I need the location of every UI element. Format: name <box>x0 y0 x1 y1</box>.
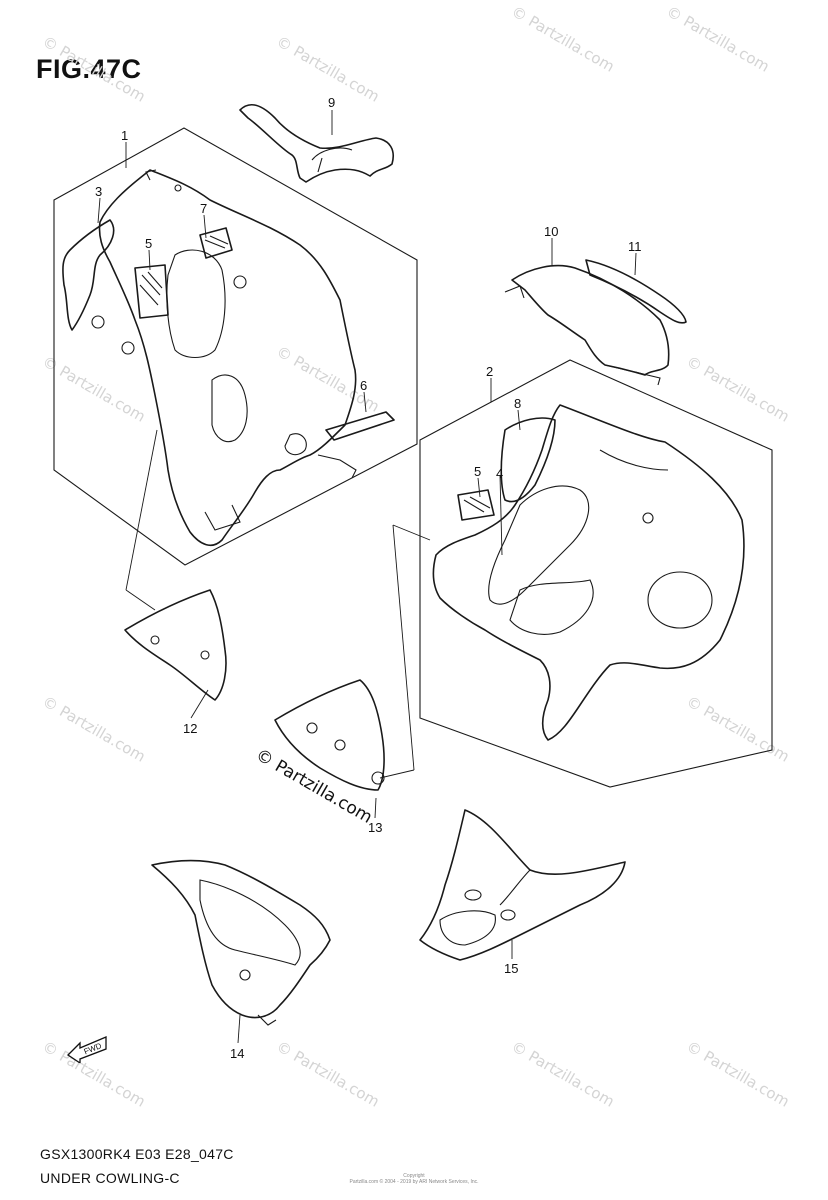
part-8-bracket <box>500 417 556 503</box>
assembly-box-2 <box>419 359 773 788</box>
leader-lines <box>97 110 637 1044</box>
part-3-bracket <box>62 219 135 355</box>
callout-10: 10 <box>544 224 558 239</box>
copyright-line-2: Partzilla.com © 2004 - 2019 by ARI Netwo… <box>349 1179 479 1185</box>
part-14-under-cowling-left <box>151 859 331 1026</box>
part-13-inner-panel <box>274 679 385 791</box>
figure-title: FIG.47C <box>36 54 142 84</box>
callout-5a: 5 <box>145 236 152 251</box>
part-11-strip <box>585 259 687 324</box>
copyright-line-1: Copyright <box>403 1173 425 1179</box>
callout-5b: 5 <box>474 464 481 479</box>
callout-14: 14 <box>230 1046 244 1061</box>
callout-13: 13 <box>368 820 382 835</box>
callout-3: 3 <box>95 184 102 199</box>
part-7-pad <box>199 227 233 259</box>
callout-7: 7 <box>200 201 207 216</box>
callout-15: 15 <box>504 961 518 976</box>
part-10-panel <box>504 264 670 386</box>
section-name: UNDER COWLING-C <box>40 1170 180 1186</box>
part-12-inner-panel <box>124 589 227 701</box>
callout-9: 9 <box>328 95 335 110</box>
model-code: GSX1300RK4 E03 E28_047C <box>40 1146 234 1162</box>
part-9-bracket <box>239 103 394 183</box>
part-1-inner-cowling-left <box>98 169 357 547</box>
callout-1: 1 <box>121 128 128 143</box>
callout-11: 11 <box>628 239 642 254</box>
callout-4: 4 <box>496 466 503 481</box>
part-5-pad-right <box>457 489 495 521</box>
callout-2: 2 <box>486 364 493 379</box>
callout-12: 12 <box>183 721 197 736</box>
copyright-notice: Copyright Partzilla.com © 2004 - 2019 by… <box>340 1173 488 1185</box>
assembly-box-1 <box>53 127 418 566</box>
callout-6: 6 <box>360 378 367 393</box>
part-6-bar <box>325 411 395 441</box>
callout-8: 8 <box>514 396 521 411</box>
forward-arrow-icon: FWD <box>66 1036 107 1063</box>
part-15-under-cowling-lower <box>419 809 626 961</box>
part-2-upper-cowling-right <box>432 404 745 741</box>
callout-labels: 1 2 3 4 5 5 6 7 8 9 10 11 12 13 14 15 <box>95 95 642 1061</box>
part-5-pad-left <box>134 264 169 319</box>
